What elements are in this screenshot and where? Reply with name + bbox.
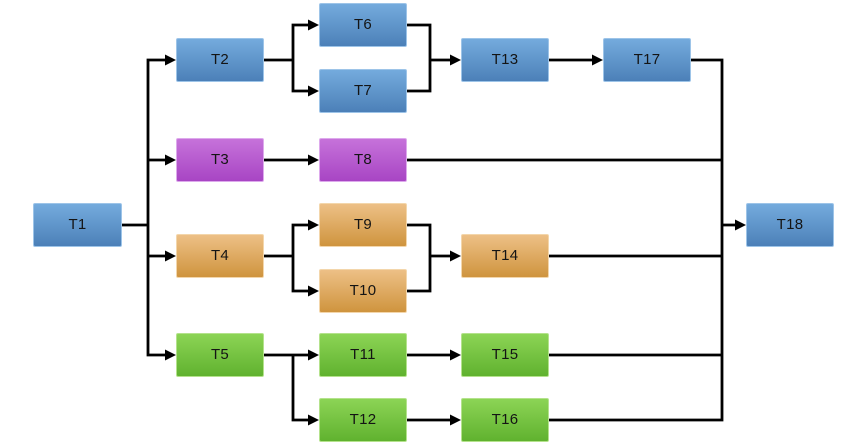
node-t4: T4 xyxy=(176,234,264,278)
node-label: T14 xyxy=(491,246,519,264)
node-t14: T14 xyxy=(461,234,549,278)
arrowhead-icon xyxy=(308,19,319,31)
arrowhead-icon xyxy=(165,250,176,262)
arrowhead-icon xyxy=(450,414,461,426)
arrowhead-icon xyxy=(165,154,176,166)
arrowhead-icon xyxy=(165,54,176,66)
node-label: T9 xyxy=(353,215,373,233)
node-t17: T17 xyxy=(603,38,691,82)
edge-line xyxy=(262,353,312,422)
arrowhead-icon xyxy=(308,219,319,231)
node-label: T5 xyxy=(210,345,230,363)
edge-T9-T10-to-T14 xyxy=(405,223,461,293)
edge-line xyxy=(262,223,312,293)
node-t15: T15 xyxy=(461,333,549,377)
edge-T12-to-T16 xyxy=(405,414,461,426)
node-label: T7 xyxy=(353,81,373,99)
edge-T1-to-T2-T3-T4-T5 xyxy=(120,54,176,361)
node-label: T18 xyxy=(776,215,804,233)
node-t8: T8 xyxy=(319,138,407,182)
arrowhead-icon xyxy=(308,285,319,297)
node-t11: T11 xyxy=(319,333,407,377)
node-t18: T18 xyxy=(746,203,834,247)
node-label: T12 xyxy=(349,410,377,428)
node-label: T3 xyxy=(210,150,230,168)
node-t10: T10 xyxy=(319,269,407,313)
node-label: T1 xyxy=(68,215,87,233)
node-label: T6 xyxy=(353,15,373,33)
node-label: T17 xyxy=(633,50,661,68)
node-t1: T1 xyxy=(33,203,122,247)
arrowhead-icon xyxy=(165,349,176,361)
arrowhead-icon xyxy=(450,250,461,262)
edge-T11-to-T15 xyxy=(405,349,461,361)
edge-line xyxy=(405,58,739,422)
node-t16: T16 xyxy=(461,398,549,442)
edge-line xyxy=(120,58,169,357)
node-t12: T12 xyxy=(319,398,407,442)
edge-T5-to-T11-T12 xyxy=(262,349,319,426)
edge-T6-T7-to-T13 xyxy=(405,23,461,93)
edge-line xyxy=(405,23,454,93)
arrowhead-icon xyxy=(308,414,319,426)
node-t5: T5 xyxy=(176,333,264,377)
node-t9: T9 xyxy=(319,203,407,247)
edge-T4-to-T9-T10 xyxy=(262,219,319,297)
edge-T17-T8-T14-T15-T16-to-T18 xyxy=(405,58,746,422)
edge-T3-to-T8 xyxy=(262,154,319,166)
node-t2: T2 xyxy=(176,38,264,82)
node-label: T15 xyxy=(491,345,519,363)
arrowhead-icon xyxy=(308,349,319,361)
node-label: T10 xyxy=(349,281,377,299)
arrowhead-icon xyxy=(308,154,319,166)
edge-T13-to-T17 xyxy=(547,54,603,66)
node-label: T4 xyxy=(210,246,230,264)
node-label: T2 xyxy=(210,50,230,68)
edge-T2-to-T6-T7 xyxy=(262,19,319,97)
node-label: T16 xyxy=(491,410,519,428)
arrowhead-icon xyxy=(450,54,461,66)
edge-line xyxy=(405,223,454,293)
node-label: T11 xyxy=(350,345,376,363)
arrowhead-icon xyxy=(450,349,461,361)
node-label: T8 xyxy=(353,150,373,168)
arrowhead-icon xyxy=(592,54,603,66)
node-label: T13 xyxy=(491,50,519,68)
node-t6: T6 xyxy=(319,3,407,47)
node-t13: T13 xyxy=(461,38,549,82)
node-t3: T3 xyxy=(176,138,264,182)
arrowhead-icon xyxy=(308,85,319,97)
node-t7: T7 xyxy=(319,69,407,113)
edge-line xyxy=(262,23,312,93)
arrowhead-icon xyxy=(735,219,746,231)
